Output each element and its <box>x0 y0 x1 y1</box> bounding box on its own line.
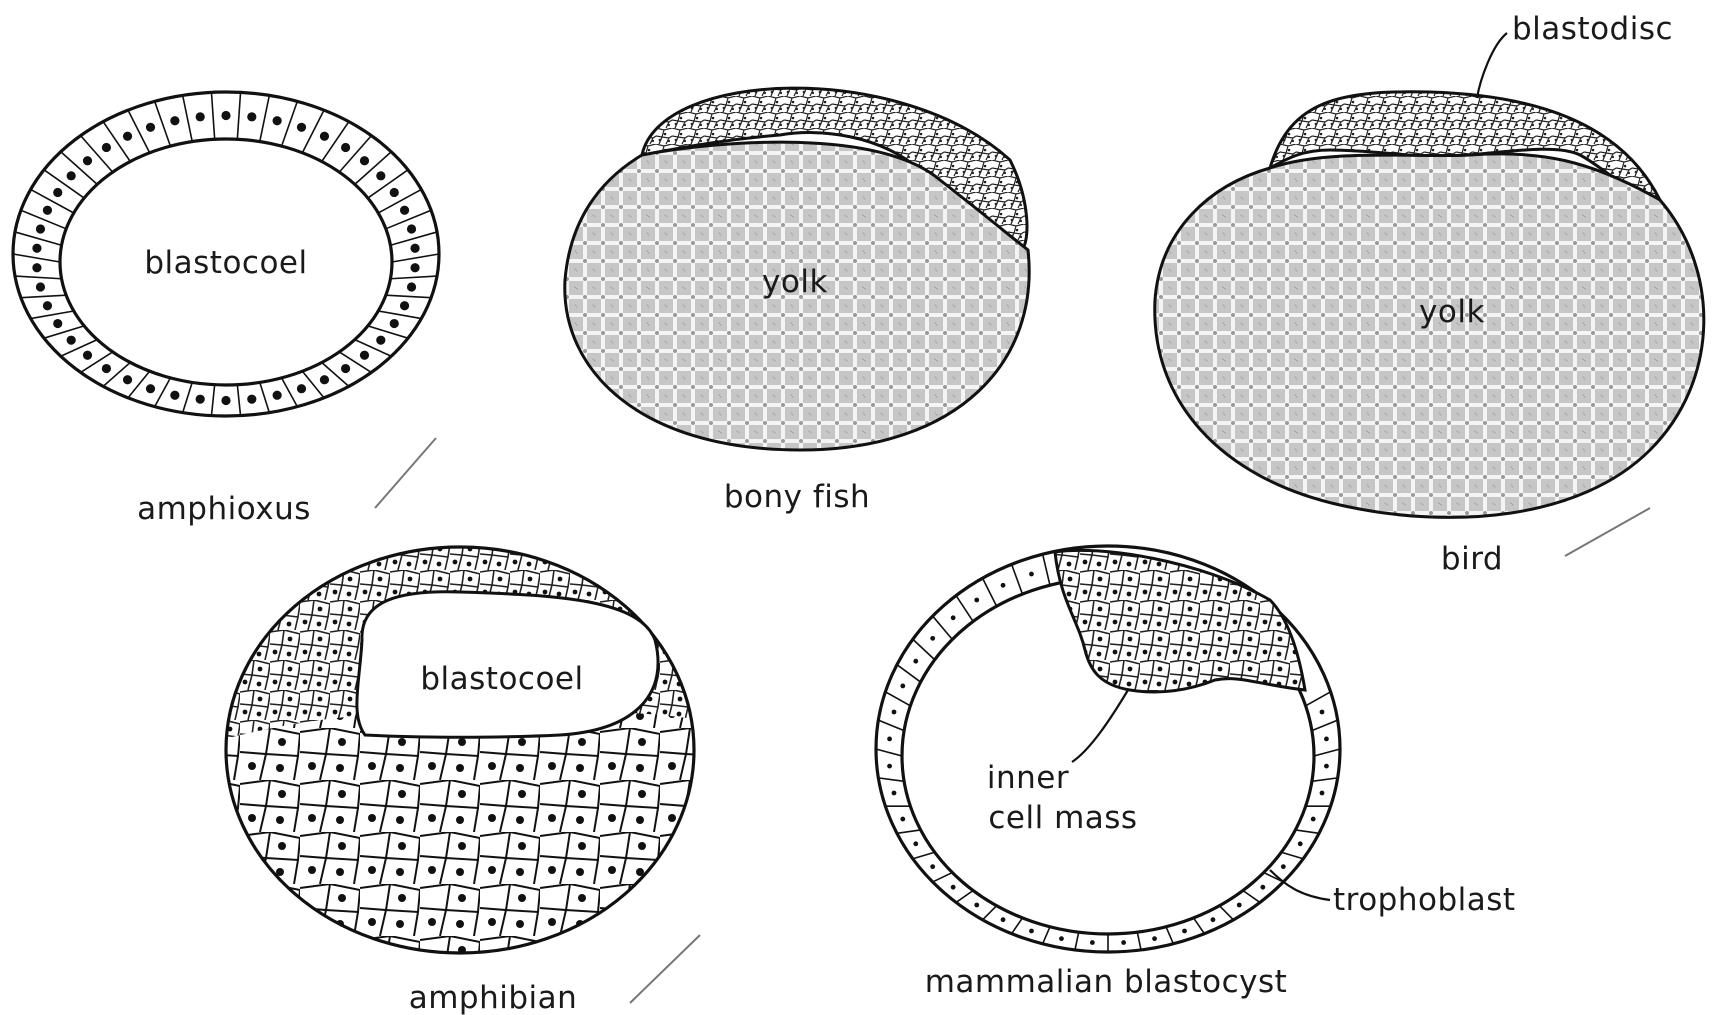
blastodisc-label: blastodisc <box>1512 11 1673 47</box>
inner-cell-mass-leader-line <box>1072 690 1128 762</box>
amphioxus-caption: amphioxus <box>137 491 311 527</box>
mammal-caption: mammalian blastocyst <box>925 964 1288 1000</box>
amphioxus-blastocoel-label: blastocoel <box>144 245 307 281</box>
stray-mark <box>375 438 436 508</box>
stray-mark <box>630 935 700 1003</box>
stray-mark <box>1565 508 1650 556</box>
fish-yolk-label: yolk <box>762 264 828 300</box>
inner-cell-mass-label-line1: inner <box>987 760 1069 796</box>
amphibian-blastula <box>220 540 700 960</box>
bird-yolk <box>1155 154 1704 518</box>
bony-fish-caption: bony fish <box>724 479 870 515</box>
bird-yolk-label: yolk <box>1419 294 1485 330</box>
blastodisc-leader-line <box>1477 33 1507 98</box>
amphibian-caption: amphibian <box>409 980 578 1015</box>
inner-cell-mass <box>1055 550 1305 692</box>
trophoblast-label: trophoblast <box>1333 882 1516 918</box>
mammalian-blastocyst <box>876 546 1340 952</box>
bird-caption: bird <box>1441 541 1503 577</box>
inner-cell-mass-label-line2: cell mass <box>988 800 1137 836</box>
amphibian-blastocoel-label: blastocoel <box>420 661 583 697</box>
